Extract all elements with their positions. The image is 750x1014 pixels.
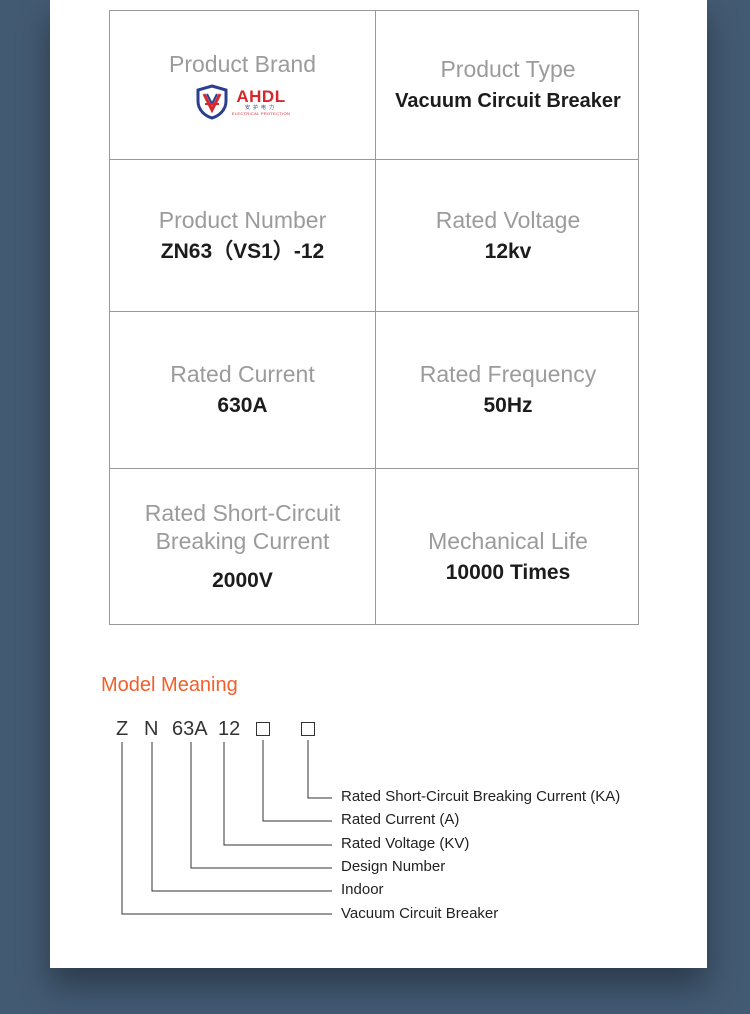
line-rated-current	[262, 740, 332, 822]
line-rated-voltage	[223, 742, 332, 846]
line-vacuum	[121, 742, 332, 915]
logo-name: AHDL	[236, 87, 286, 106]
mech-life-label: Mechanical Life	[428, 527, 588, 554]
shield-logo-icon	[196, 84, 228, 120]
logo-cn: 安护电力	[244, 105, 277, 111]
voltage-cell: Rated Voltage 12kv	[376, 160, 640, 311]
table-divider	[110, 159, 638, 160]
table-divider	[110, 468, 638, 469]
spec-table: Product Brand AHDL 安护电力 ELECTRICAL PROTE…	[109, 10, 639, 625]
legend-design-number: Design Number	[341, 858, 446, 875]
code-design: 63A	[172, 718, 208, 740]
voltage-value: 12kv	[484, 239, 532, 263]
legend-vacuum: Vacuum Circuit Breaker	[341, 905, 499, 922]
current-value: 630A	[217, 394, 268, 417]
table-divider	[375, 11, 376, 624]
model-diagram-lines	[121, 740, 332, 915]
number-cell: Product Number ZN63（VS1）-12	[110, 160, 375, 311]
brand-cell: Product Brand AHDL 安护电力 ELECTRICAL PROTE…	[110, 11, 375, 159]
number-value: ZN63（VS1）-12	[160, 239, 325, 263]
code-n: N	[144, 718, 159, 740]
short-circuit-value: 2000V	[212, 568, 273, 592]
brand-label: Product Brand	[168, 51, 317, 77]
model-meaning-title: Model Meaning	[101, 674, 238, 696]
code-voltage: 12	[218, 718, 241, 740]
short-circuit-label-2: Breaking Current	[155, 527, 330, 554]
current-cell: Rated Current 630A	[110, 312, 375, 468]
logo-sub: ELECTRICAL PROTECTION	[231, 111, 291, 116]
brand-logo: AHDL 安护电力 ELECTRICAL PROTECTION	[195, 84, 290, 120]
code-breaking-box	[301, 722, 315, 736]
legend-breaking-current: Rated Short-Circuit Breaking Current (KA…	[341, 788, 621, 805]
content-card: Product Brand AHDL 安护电力 ELECTRICAL PROTE…	[50, 0, 707, 968]
code-current-box	[256, 722, 270, 736]
legend-rated-current: Rated Current (A)	[341, 811, 460, 828]
current-label: Rated Current	[170, 361, 315, 387]
short-circuit-label-1: Rated Short-Circuit	[144, 499, 341, 526]
frequency-cell: Rated Frequency 50Hz	[376, 312, 640, 468]
mech-life-cell: Mechanical Life 10000 Times	[376, 469, 640, 624]
line-breaking-current	[307, 740, 332, 799]
code-z: Z	[116, 718, 129, 740]
frequency-value: 50Hz	[483, 394, 533, 417]
number-label: Product Number	[158, 206, 327, 233]
voltage-label: Rated Voltage	[435, 206, 581, 233]
line-design-number	[190, 742, 332, 869]
frequency-label: Rated Frequency	[419, 361, 597, 387]
short-circuit-cell: Rated Short-Circuit Breaking Current 200…	[110, 469, 375, 624]
table-divider	[110, 311, 638, 312]
type-cell: Product Type Vacuum Circuit Breaker	[376, 11, 640, 159]
line-indoor	[151, 742, 332, 892]
legend-rated-voltage: Rated Voltage (KV)	[341, 835, 470, 852]
type-value: Vacuum Circuit Breaker	[395, 90, 621, 112]
type-label: Product Type	[440, 56, 576, 82]
legend-indoor: Indoor	[341, 881, 384, 898]
mech-life-value: 10000 Times	[445, 560, 571, 584]
